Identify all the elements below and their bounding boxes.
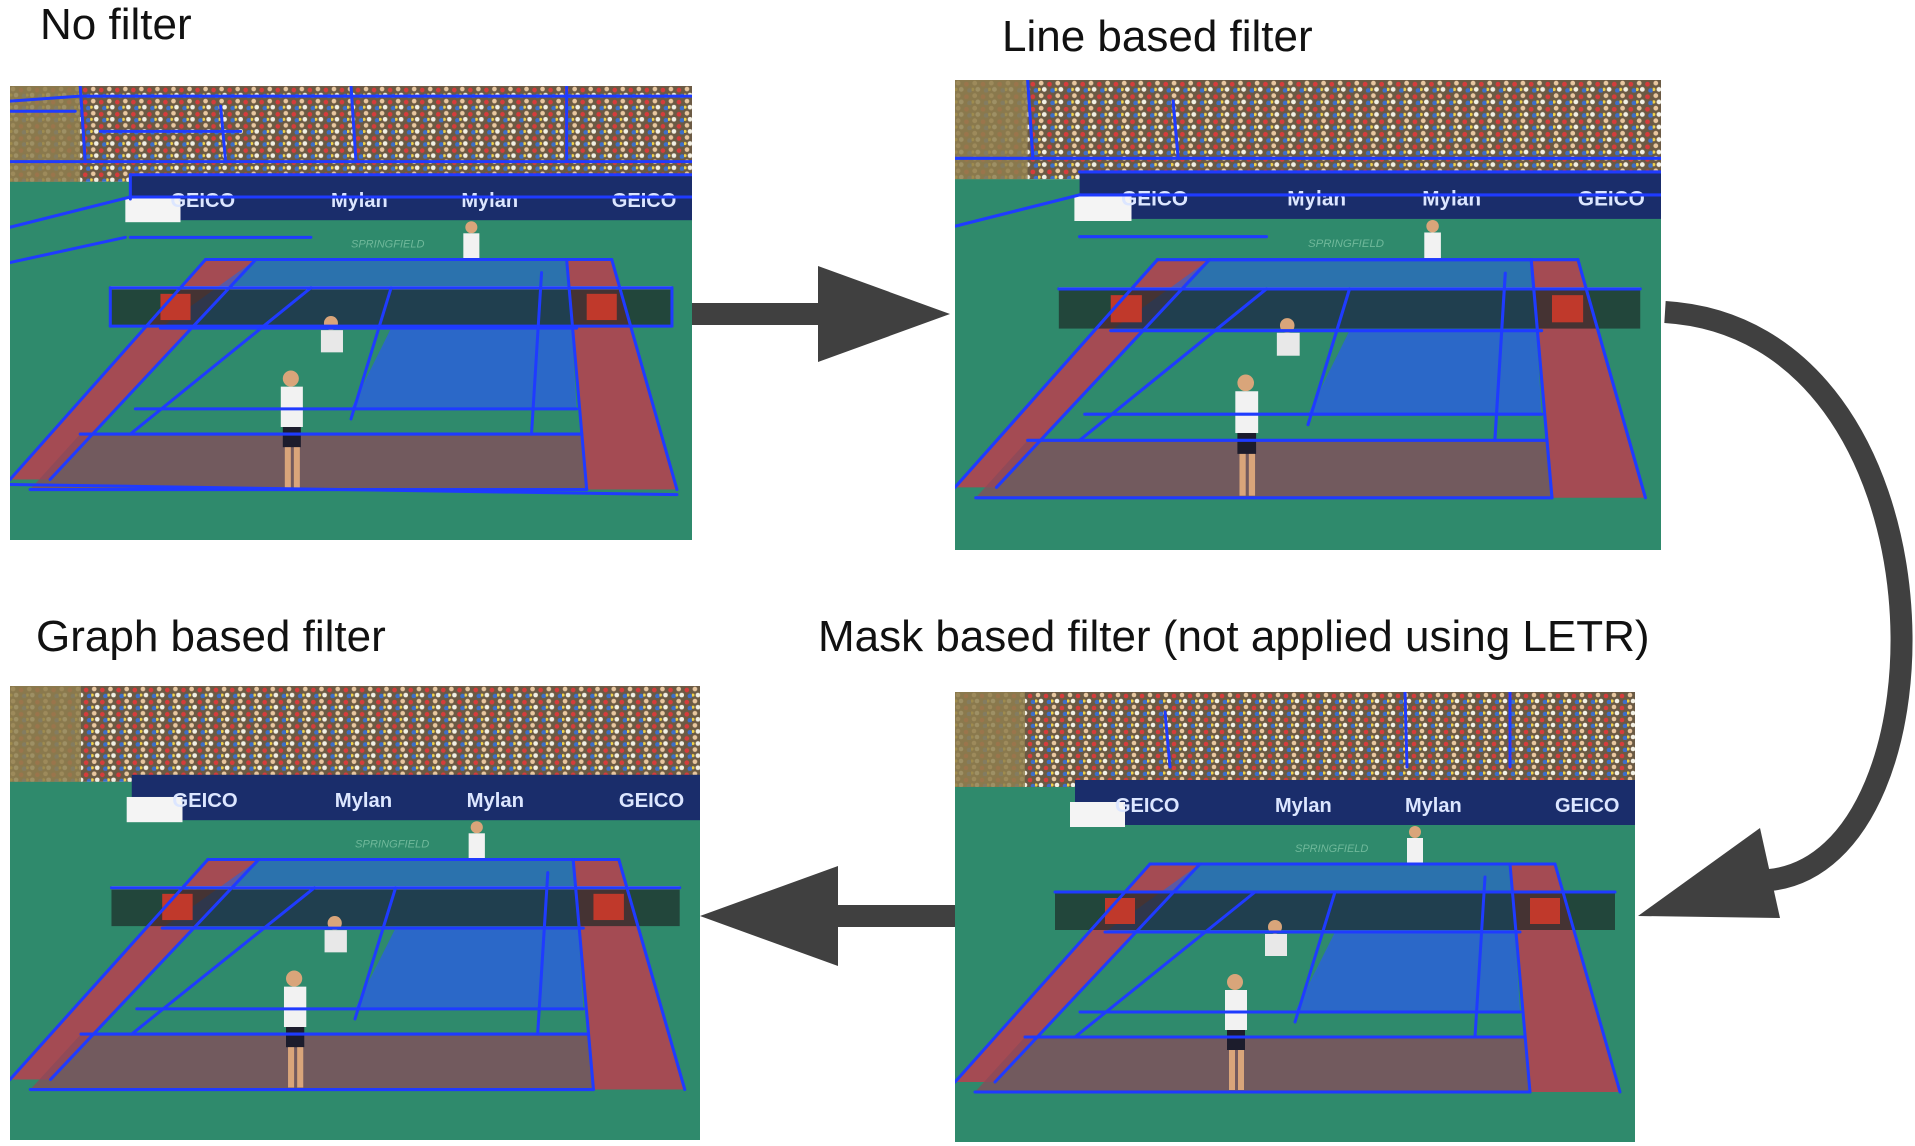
banner-sponsor-2: Mylan bbox=[1422, 187, 1481, 210]
court-backcourt bbox=[30, 434, 587, 490]
tennis-net bbox=[110, 287, 672, 327]
tennis-scene-graph-filter: GEICO Mylan Mylan GEICO SPRINGFIELD bbox=[10, 686, 700, 1140]
net-sign-left bbox=[1110, 295, 1142, 323]
net-sign-right bbox=[1530, 898, 1560, 924]
banner-brand-right: GEICO bbox=[1578, 187, 1645, 210]
net-sign-left bbox=[162, 893, 193, 921]
banner-sponsor-1: Mylan bbox=[335, 790, 392, 812]
white-sign bbox=[1074, 194, 1132, 221]
sponsor-banner bbox=[131, 774, 700, 821]
sponsor-banner bbox=[1075, 780, 1635, 825]
white-sign bbox=[1070, 802, 1125, 827]
player-server bbox=[280, 370, 303, 488]
panel-graph-based-filter: GEICO Mylan Mylan GEICO SPRINGFIELD bbox=[10, 686, 700, 1140]
court-backcourt bbox=[975, 440, 1552, 498]
line-detections bbox=[955, 692, 1622, 1094]
tennis-net bbox=[1055, 892, 1615, 930]
crowd-stands bbox=[955, 692, 1635, 787]
net-sign-left bbox=[1105, 898, 1135, 924]
player-server bbox=[1235, 374, 1259, 496]
player-far bbox=[1424, 219, 1441, 260]
net-sign-left bbox=[160, 293, 191, 321]
tennis-net bbox=[1058, 288, 1641, 329]
line-detections bbox=[10, 858, 687, 1092]
caption-no-filter: No filter bbox=[40, 0, 192, 49]
court-near-service-box bbox=[351, 328, 577, 409]
crowd-stands bbox=[955, 80, 1661, 180]
panel-mask-based-filter: GEICO Mylan Mylan GEICO SPRINGFIELD bbox=[955, 692, 1635, 1142]
court-near-service-box bbox=[1308, 330, 1542, 415]
arrow-line-filter-to-mask-filter bbox=[1638, 301, 1913, 918]
banner-sponsor-1: Mylan bbox=[1287, 187, 1346, 210]
banner-brand-left: GEICO bbox=[1121, 187, 1188, 210]
white-sign bbox=[125, 196, 181, 223]
panel-no-filter: GEICO Mylan Mylan GEICO SPRINGFIELD bbox=[10, 86, 692, 540]
court-backcourt bbox=[975, 1037, 1530, 1092]
court-near-service-box bbox=[355, 928, 584, 1009]
court-text-springfield: SPRINGFIELD bbox=[351, 238, 424, 250]
tennis-scene-line-filter: GEICO Mylan Mylan GEICO SPRINGFIELD bbox=[955, 80, 1661, 550]
caption-graph-based-filter: Graph based filter bbox=[36, 612, 386, 661]
court-text-springfield: SPRINGFIELD bbox=[1295, 843, 1368, 855]
banner-sponsor-1: Mylan bbox=[1275, 795, 1332, 817]
net-sign-right bbox=[593, 893, 624, 921]
player-server bbox=[1225, 974, 1247, 1090]
banner-brand-right: GEICO bbox=[1555, 795, 1619, 817]
caption-mask-based-filter: Mask based filter (not applied using LET… bbox=[818, 612, 1650, 661]
player-far bbox=[1407, 826, 1423, 864]
line-detections bbox=[10, 86, 692, 497]
court-backcourt bbox=[30, 1034, 594, 1090]
arrow-no-filter-to-line-filter bbox=[692, 266, 950, 362]
line-detections bbox=[955, 80, 1661, 500]
white-sign bbox=[126, 796, 183, 823]
crowd-stands bbox=[10, 686, 700, 782]
player-server bbox=[283, 970, 307, 1088]
banner-brand-right: GEICO bbox=[619, 790, 684, 812]
player-far bbox=[463, 221, 480, 260]
arrow-mask-filter-to-graph-filter bbox=[700, 866, 955, 966]
tennis-scene-no-filter: GEICO Mylan Mylan GEICO SPRINGFIELD bbox=[10, 86, 692, 540]
caption-line-based-filter: Line based filter bbox=[1002, 12, 1313, 61]
panel-line-based-filter: GEICO Mylan Mylan GEICO SPRINGFIELD bbox=[955, 80, 1661, 550]
banner-sponsor-2: Mylan bbox=[1405, 795, 1462, 817]
court-text-springfield: SPRINGFIELD bbox=[355, 838, 429, 850]
net-sign-right bbox=[1551, 295, 1584, 323]
tennis-scene-mask-filter: GEICO Mylan Mylan GEICO SPRINGFIELD bbox=[955, 692, 1635, 1142]
court-near-service-box bbox=[1295, 932, 1520, 1012]
court-text-springfield: SPRINGFIELD bbox=[1308, 238, 1384, 250]
banner-brand-left: GEICO bbox=[1115, 795, 1179, 817]
net-sign-right bbox=[586, 293, 617, 321]
banner-sponsor-2: Mylan bbox=[467, 790, 524, 812]
banner-brand-left: GEICO bbox=[172, 790, 237, 812]
tennis-net bbox=[111, 887, 680, 927]
player-far bbox=[468, 821, 485, 860]
